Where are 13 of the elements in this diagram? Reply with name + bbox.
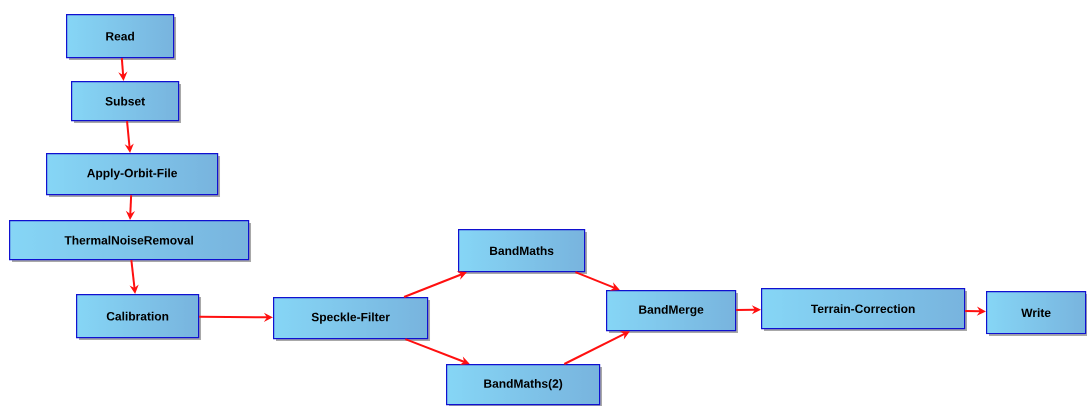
process-box: ThermalNoiseRemoval: [9, 220, 251, 262]
process-box: Speckle-Filter: [273, 297, 430, 341]
process-box: Read: [66, 14, 176, 60]
arrow: [563, 331, 630, 365]
process-box: Subset: [71, 81, 181, 123]
process-box: Calibration: [76, 294, 201, 340]
process-box: BandMaths(2): [446, 364, 602, 406]
process-box: BandMerge: [606, 290, 738, 333]
arrow: [403, 271, 467, 298]
process-box: Write: [986, 291, 1087, 336]
process-box: Apply-Orbit-File: [46, 153, 220, 197]
process-box: Terrain-Correction: [761, 288, 967, 331]
process-box: BandMaths: [458, 229, 587, 274]
